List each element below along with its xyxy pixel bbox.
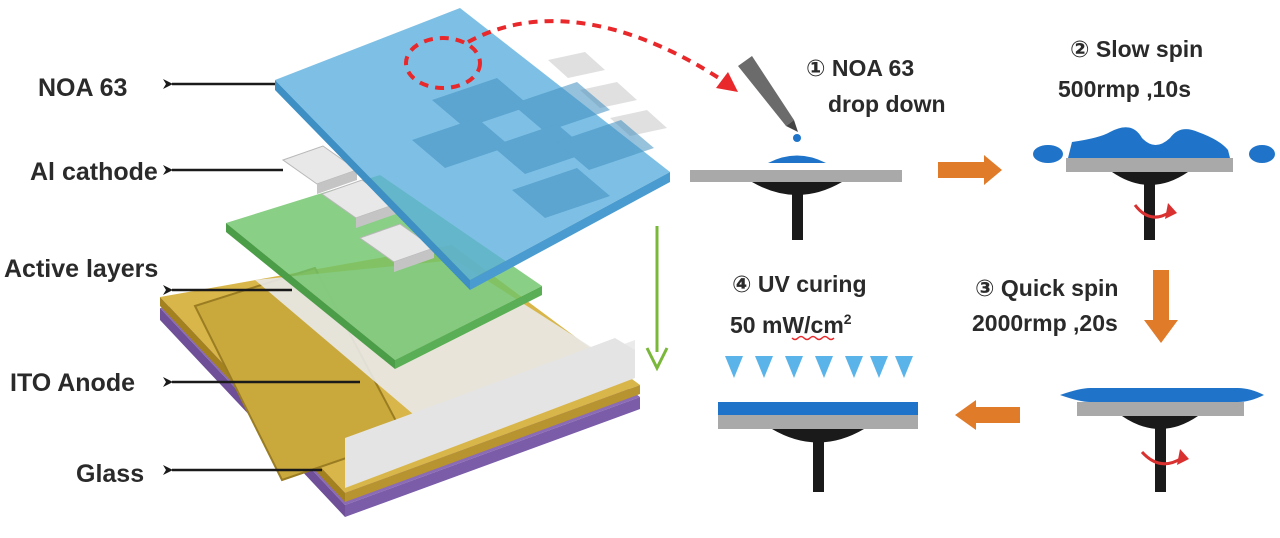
label-ito-anode: ITO Anode: [10, 369, 135, 397]
step1-title: ① NOA 63: [806, 55, 914, 81]
device-stack: [160, 8, 670, 517]
dropper-icon: [738, 56, 801, 142]
process-arrow-down: [1144, 270, 1178, 343]
spin-chuck: [690, 155, 902, 240]
dashed-highlight: [404, 19, 738, 92]
uv-light-arrows: [725, 356, 913, 378]
spin-chuck: [1060, 388, 1264, 492]
process-arrow-left: [955, 400, 1020, 430]
spellcheck-underline: [791, 335, 835, 341]
noa63-layer: [275, 8, 670, 290]
step2-title: ② Slow spin: [1070, 36, 1203, 62]
step1-detail: drop down: [828, 91, 946, 117]
label-glass: Glass: [76, 460, 144, 488]
step4-detail: 50 mW/cm2: [730, 311, 852, 338]
label-active-layers: Active layers: [4, 255, 158, 283]
step3-detail: 2000rmp ,20s: [972, 310, 1118, 336]
step2-detail: 500rmp ,10s: [1058, 76, 1191, 102]
spin-chuck: [1033, 127, 1275, 240]
step3-title: ③ Quick spin: [975, 275, 1118, 301]
step-2: ② Slow spin 500rmp ,10s: [1033, 36, 1275, 240]
stack-down-arrow: [645, 226, 669, 372]
spin-chuck: [718, 402, 918, 492]
step-3: ③ Quick spin 2000rmp ,20s: [972, 275, 1264, 492]
step-4: ④ UV curing 50 mW/cm2: [718, 271, 918, 492]
label-noa63: NOA 63: [38, 74, 127, 102]
step4-title: ④ UV curing: [732, 271, 867, 297]
label-al-cathode: Al cathode: [30, 158, 158, 186]
layer-labels: NOA 63 Al cathode Active layers ITO Anod…: [4, 74, 360, 488]
step-1: ① NOA 63 drop down: [690, 55, 946, 240]
active-layer: [226, 175, 542, 369]
process-arrow-right: [938, 155, 1002, 185]
